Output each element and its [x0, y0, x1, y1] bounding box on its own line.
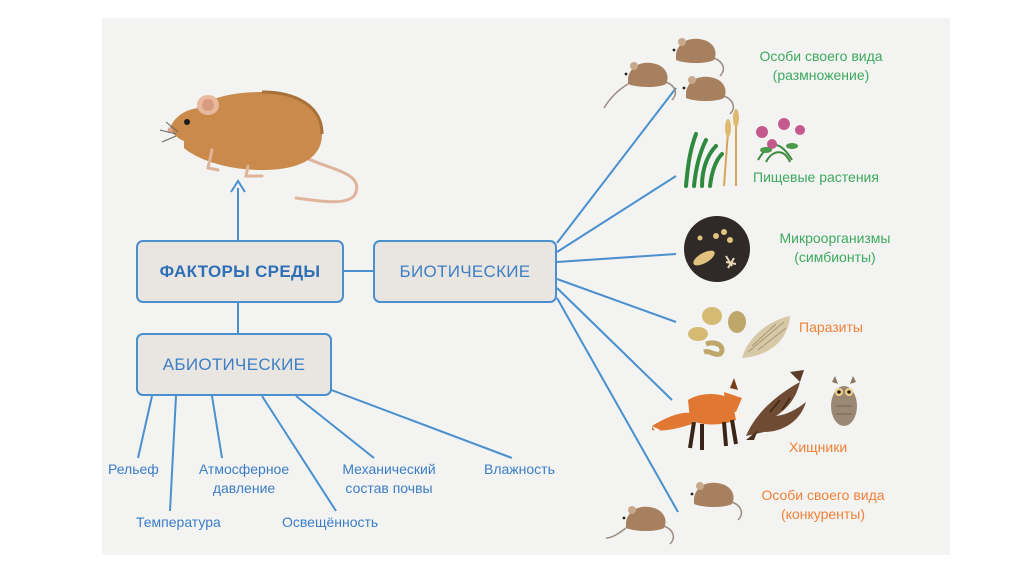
- label-competitors-line2: (конкуренты): [780, 506, 866, 522]
- label-soil-line2: состав почвы: [345, 480, 433, 496]
- hawk-icon: [746, 370, 806, 440]
- label-pressure-line1: Атмосферное: [198, 461, 290, 477]
- microorganisms-icon: [684, 216, 750, 282]
- connector-lines: [137, 87, 679, 513]
- label-predators: Хищники: [789, 439, 848, 455]
- line-to-micro: [556, 253, 677, 263]
- plants-icon: [684, 109, 805, 188]
- label-pressure-line2: давление: [212, 480, 276, 496]
- line-to-temperature: [169, 395, 177, 512]
- line-to-competitors: [556, 297, 679, 513]
- line-to-pressure: [211, 395, 223, 459]
- mouse-icon: [159, 90, 359, 204]
- label-illumination: Освещённость: [282, 514, 379, 530]
- label-reproduction: Особи своего вида (размножение): [742, 47, 900, 85]
- label-soil-composition: Механический состав почвы: [330, 460, 448, 498]
- label-temperature: Температура: [136, 514, 221, 530]
- owl-icon: [831, 376, 857, 426]
- label-micro-line1: Микроорганизмы: [779, 230, 891, 246]
- line-to-repro: [556, 87, 677, 244]
- line-to-food: [556, 175, 677, 253]
- label-soil-line1: Механический: [342, 461, 436, 477]
- line-to-parasites: [556, 278, 677, 323]
- label-parasites: Паразиты: [799, 319, 863, 335]
- parasites-icon: [688, 307, 790, 358]
- environmental-factors-box: ФАКТОРЫ СРЕДЫ: [136, 240, 344, 303]
- line-to-predators: [556, 287, 673, 401]
- label-competitors: Особи своего вида (конкуренты): [742, 486, 904, 524]
- label-repro-line1: Особи своего вида: [759, 48, 883, 64]
- biotic-factors-box: БИОТИЧЕСКИЕ: [373, 240, 557, 303]
- label-food-plants: Пищевые растения: [753, 169, 879, 185]
- label-relief: Рельеф: [108, 461, 159, 477]
- line-to-soil: [295, 395, 375, 459]
- competing-mice-icon: [605, 481, 743, 545]
- label-atmospheric-pressure: Атмосферное давление: [188, 460, 300, 498]
- fox-icon: [652, 378, 746, 450]
- line-to-relief: [137, 395, 153, 459]
- label-micro-line2: (симбионты): [794, 249, 876, 265]
- mouse-group-icon: [603, 37, 735, 115]
- arrow-head: [230, 179, 246, 193]
- label-microorganisms: Микроорганизмы (симбионты): [760, 229, 910, 267]
- label-competitors-line1: Особи своего вида: [761, 487, 885, 503]
- label-repro-line2: (размножение): [772, 67, 870, 83]
- abiotic-factors-box: АБИОТИЧЕСКИЕ: [136, 333, 332, 396]
- line-to-humidity: [325, 387, 513, 459]
- line-to-light: [261, 395, 337, 512]
- label-humidity: Влажность: [484, 461, 555, 477]
